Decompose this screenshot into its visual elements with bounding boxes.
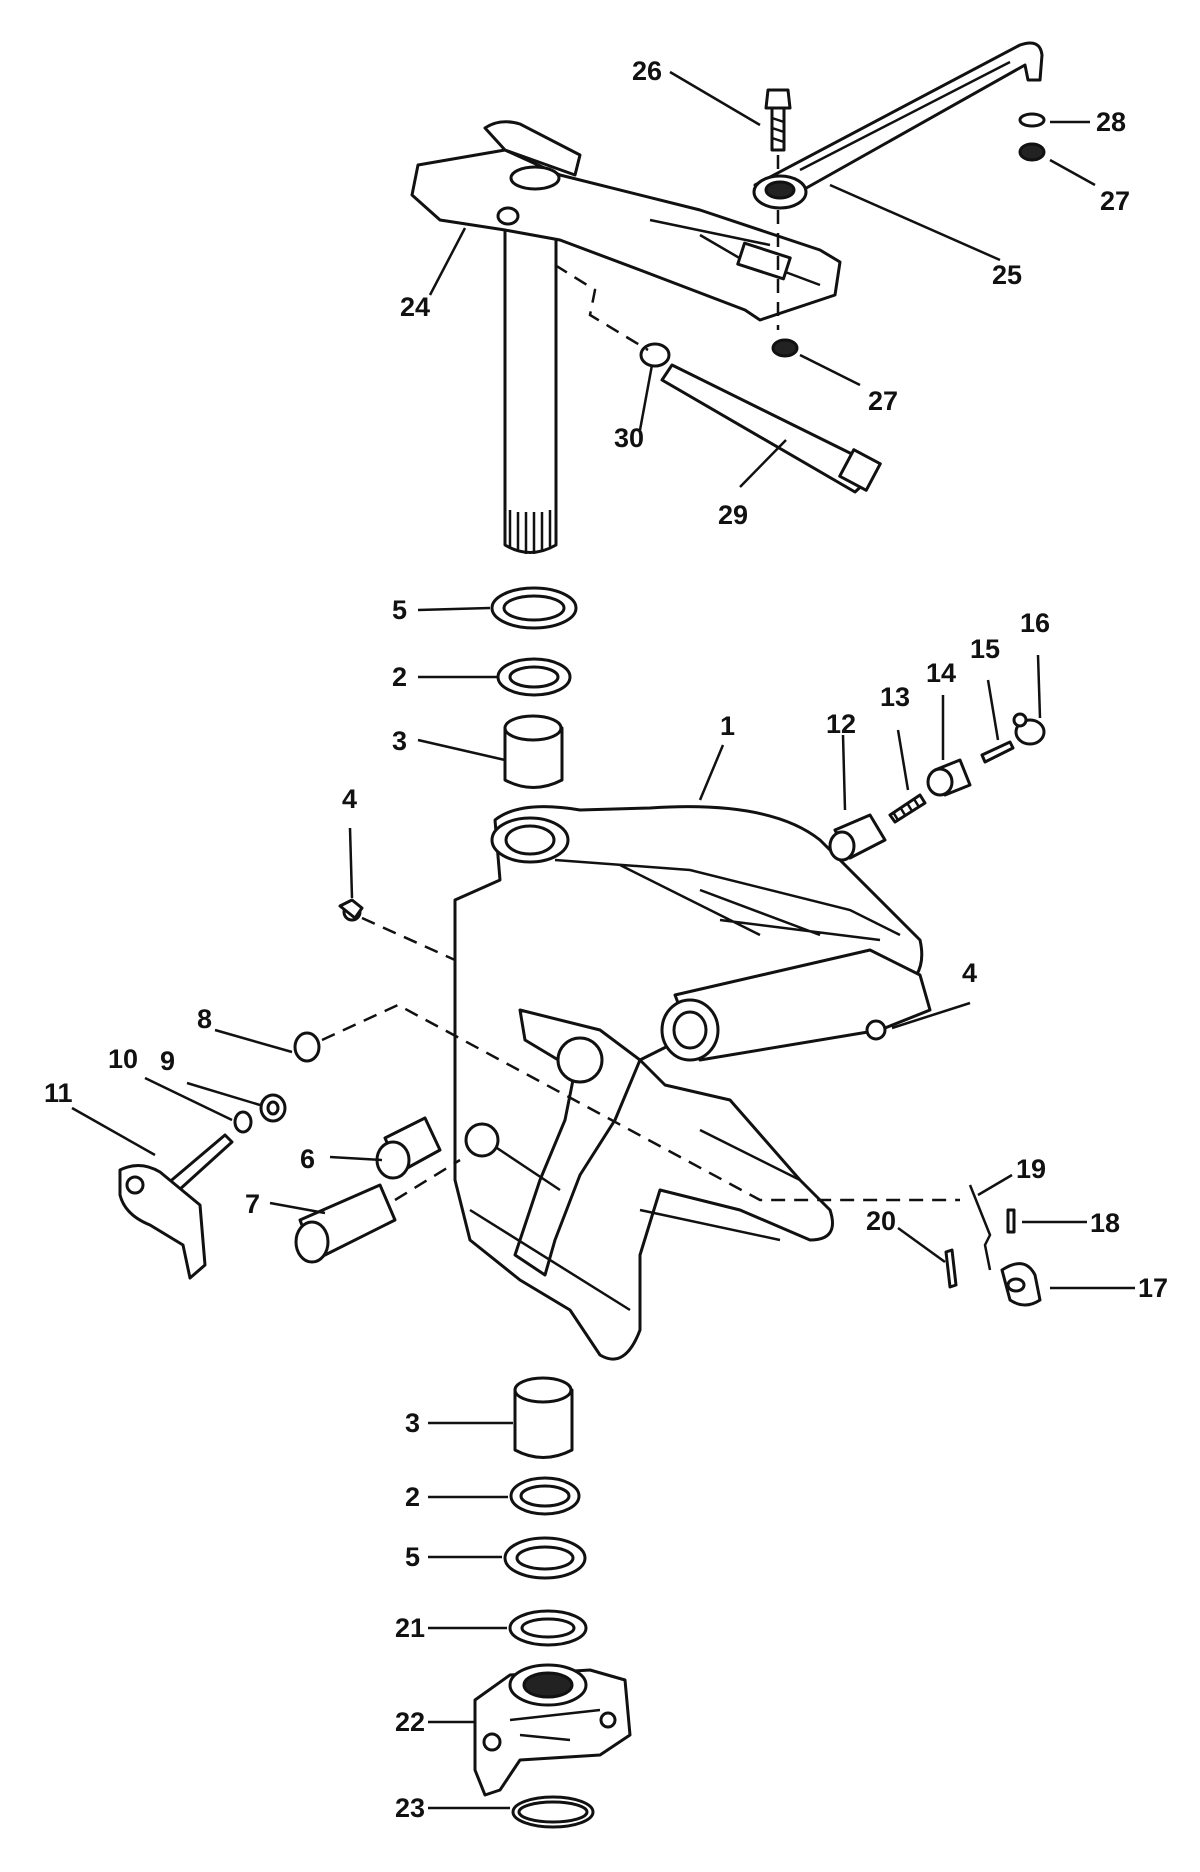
label-21: 21 (395, 1613, 425, 1643)
label-18: 18 (1090, 1208, 1120, 1238)
nut-27-lower (771, 338, 799, 358)
label-8: 8 (197, 1004, 212, 1034)
fitting-4-right (865, 1019, 887, 1041)
label-4-right: 4 (962, 958, 977, 988)
bushing-7 (294, 1183, 397, 1264)
label-14: 14 (926, 658, 956, 688)
label-30: 30 (614, 423, 644, 453)
steering-yoke-22 (473, 1663, 632, 1797)
label-15: 15 (970, 634, 1000, 664)
cam-17 (1000, 1262, 1042, 1307)
spring-19 (968, 1184, 992, 1271)
label-26: 26 (632, 56, 662, 86)
label-16: 16 (1020, 608, 1050, 638)
fitting-4-left (338, 898, 364, 922)
label-1: 1 (720, 711, 735, 741)
lever-11 (118, 1133, 234, 1280)
housing-14 (926, 758, 972, 797)
label-3-bottom: 3 (405, 1408, 420, 1438)
part-labels: 26 28 27 25 24 27 30 29 5 2 3 1 12 13 14… (44, 56, 1168, 1823)
bolt-26 (764, 88, 792, 330)
label-11: 11 (44, 1078, 73, 1108)
plunger-12 (828, 813, 887, 862)
label-2-bottom: 2 (405, 1482, 420, 1512)
label-13: 13 (880, 682, 910, 712)
label-24: 24 (400, 292, 430, 322)
washer-30 (639, 342, 671, 368)
label-7: 7 (245, 1189, 260, 1219)
label-25: 25 (992, 260, 1022, 290)
label-28: 28 (1096, 107, 1126, 137)
pin-20 (944, 1248, 958, 1289)
rod-29 (660, 363, 882, 494)
pin-18 (1006, 1208, 1016, 1234)
bushing-3-top (503, 714, 564, 789)
label-2-top: 2 (392, 662, 407, 692)
label-3-top: 3 (392, 726, 407, 756)
o-ring-8 (293, 1031, 321, 1063)
label-5-bottom: 5 (405, 1542, 420, 1572)
label-6: 6 (300, 1144, 315, 1174)
label-10: 10 (108, 1044, 138, 1074)
snap-ring-23 (511, 1795, 595, 1829)
label-12: 12 (826, 709, 856, 739)
label-4-left: 4 (342, 784, 357, 814)
label-29: 29 (718, 500, 748, 530)
label-20: 20 (866, 1206, 896, 1236)
wave-washer-21 (508, 1609, 588, 1647)
pin-15 (980, 740, 1015, 764)
label-5-top: 5 (392, 595, 407, 625)
swivel-bracket-1 (453, 805, 932, 1361)
label-27-top: 27 (1100, 186, 1130, 216)
bushing-3-bottom (513, 1376, 574, 1459)
label-27-lower: 27 (868, 386, 898, 416)
label-23: 23 (395, 1793, 425, 1823)
nut-27-top (1018, 142, 1046, 162)
label-9: 9 (160, 1046, 175, 1076)
ring-10 (233, 1110, 253, 1134)
leader-lines (71, 70, 1135, 1810)
label-17: 17 (1138, 1273, 1168, 1303)
bushing-6 (375, 1116, 442, 1180)
steering-arm-24 (410, 120, 842, 554)
label-22: 22 (395, 1707, 425, 1737)
label-19: 19 (1016, 1154, 1046, 1184)
knob-16 (1012, 712, 1046, 746)
washer-28 (1018, 112, 1046, 128)
tie-bar-25 (752, 41, 1044, 210)
